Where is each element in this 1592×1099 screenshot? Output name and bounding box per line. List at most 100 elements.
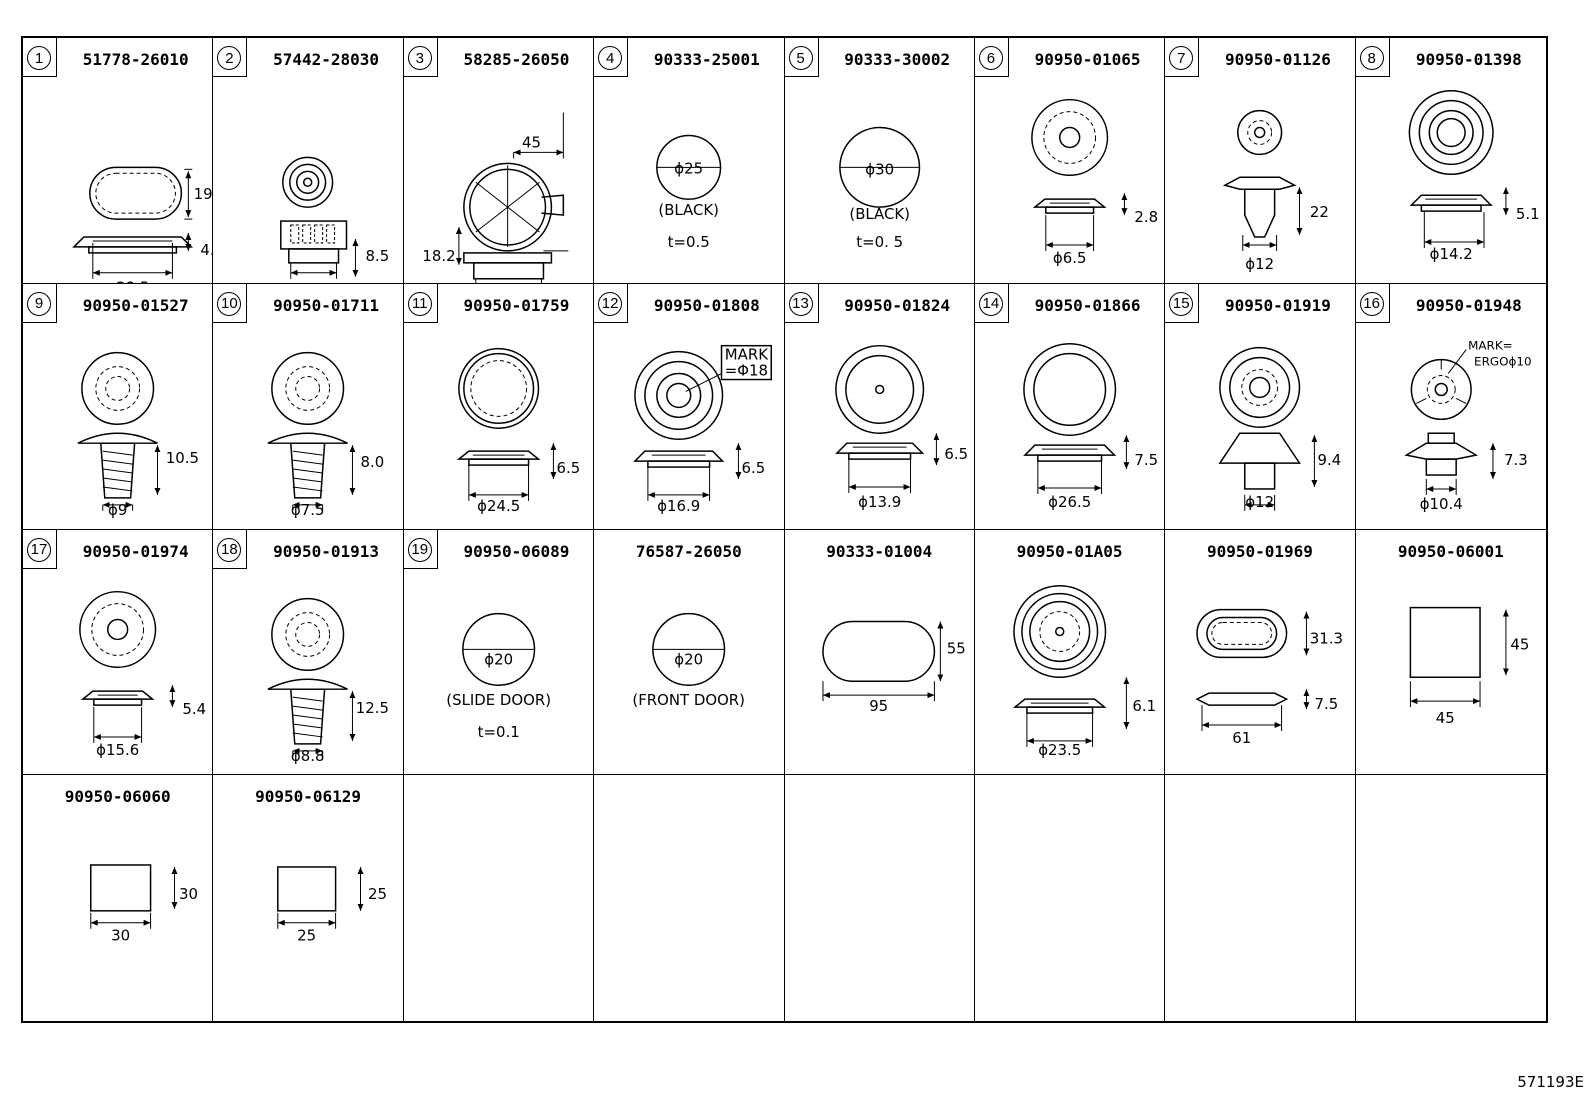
part-cell: 90950-06001 45 45 xyxy=(1355,530,1546,776)
dim-height: 8.5 xyxy=(366,247,390,265)
callout-box xyxy=(23,38,57,77)
dim-diameter: ϕ10.4 xyxy=(1419,495,1462,513)
part-drawing: ϕ25(BLACK)t=0.5 xyxy=(656,134,722,251)
dim-diameter: ϕ24.5 xyxy=(477,497,520,515)
part-drawing: 2.8 ϕ6.5 xyxy=(1031,98,1158,267)
part-number: 90950-01866 xyxy=(1034,295,1141,315)
part-drawing: 19.54.538.5 xyxy=(72,166,213,283)
dim-thickness: 5.1 xyxy=(1516,205,1540,223)
dim-diameter: ϕ25 xyxy=(674,159,703,177)
part-number: 90950-01919 xyxy=(1224,295,1331,315)
part-number: 90950-01824 xyxy=(844,295,951,315)
dim-diameter: ϕ30 xyxy=(865,160,894,178)
callout-box xyxy=(213,283,248,323)
dim-diameter: ϕ20 xyxy=(484,650,513,668)
dim-diameter: ϕ12 xyxy=(1246,493,1275,511)
mark-note-0: MARK= xyxy=(1468,338,1513,352)
dim-diameter: ϕ8.8 xyxy=(291,746,325,764)
callout-number: 4 xyxy=(598,46,623,70)
part-number: 90950-01711 xyxy=(273,295,380,315)
dim-diameter: ϕ6.5 xyxy=(1053,249,1087,267)
dim-width: 30 xyxy=(111,927,130,945)
part-drawing: 8.0ϕ7.5 xyxy=(267,351,385,519)
dim-length: 61 xyxy=(1233,728,1252,746)
part-number: 90950-06089 xyxy=(463,541,570,561)
dim-height: 18.2 xyxy=(422,247,455,265)
callout-number: 11 xyxy=(407,291,432,316)
part-drawing: 10.5ϕ9 xyxy=(77,351,199,519)
callout-box xyxy=(1165,283,1200,323)
dim-diameter: ϕ16.9 xyxy=(657,497,700,515)
dim-thickness: 7.5 xyxy=(1315,695,1339,713)
parts-grid: 151778-2601019.54.538.5257442-280308.5ϕ1… xyxy=(21,36,1548,1023)
part-number: 90950-01974 xyxy=(82,541,189,561)
callout-box xyxy=(1355,38,1390,77)
dim-diameter: ϕ15.6 xyxy=(96,740,139,758)
thickness-note: t=0. 5 xyxy=(856,233,903,251)
callout-number: 9 xyxy=(27,291,51,316)
part-drawing: 8.5ϕ14.8 xyxy=(280,156,390,279)
part-drawing: 12.5 ϕ8.8 xyxy=(267,597,389,764)
dim-width: 25 xyxy=(298,927,317,945)
part-cell xyxy=(594,775,785,1021)
part-drawing: ϕ30(BLACK)t=0. 5 xyxy=(838,126,920,251)
part-number: 90950-01913 xyxy=(273,541,380,561)
callout-box xyxy=(784,283,819,323)
dim-thickness: 4.5 xyxy=(200,241,212,259)
part-cell xyxy=(404,775,595,1021)
dim-height: 55 xyxy=(946,639,965,657)
part-number: 90333-25001 xyxy=(653,50,760,69)
callout-number: 19 xyxy=(407,537,432,562)
part-cell: 11 90950-01759 6.5 ϕ24.5 xyxy=(403,283,595,530)
dim-height: 12.5 xyxy=(356,699,389,717)
callout-number: 5 xyxy=(788,46,813,70)
callout-number: 16 xyxy=(1359,291,1384,316)
callout-box xyxy=(23,529,57,569)
dim-thickness: 2.8 xyxy=(1134,208,1158,226)
callout-box xyxy=(23,283,57,323)
dim-height: 9.4 xyxy=(1318,451,1342,469)
callout-box xyxy=(403,283,438,323)
callout-number: 12 xyxy=(598,291,623,316)
dim-diameter: ϕ26.5 xyxy=(1048,493,1091,511)
dim-diameter: ϕ13.9 xyxy=(858,493,901,511)
mark-note-0: MARK xyxy=(725,345,769,363)
dim-thickness: 6.5 xyxy=(556,459,580,477)
dim-height: 45 xyxy=(1510,635,1529,653)
door-note: (SLIDE DOOR) xyxy=(446,691,551,709)
part-number: 90950-01A05 xyxy=(1016,541,1123,561)
callout-box xyxy=(213,529,248,569)
part-number: 90950-01759 xyxy=(463,295,570,315)
part-number: 90950-06060 xyxy=(64,787,171,807)
part-number: 90950-06129 xyxy=(255,787,362,807)
dim-width: 45 xyxy=(1435,709,1454,727)
callout-number: 7 xyxy=(1169,46,1194,70)
callout-number: 13 xyxy=(788,291,813,316)
part-number: 90950-06001 xyxy=(1397,541,1504,561)
dim-height: 22 xyxy=(1310,203,1329,221)
part-number: 90950-01527 xyxy=(82,295,189,315)
dim-height: 19.5 xyxy=(194,185,213,203)
mark-note-1: =Φ18 xyxy=(725,361,768,379)
callout-number: 1 xyxy=(27,46,51,70)
